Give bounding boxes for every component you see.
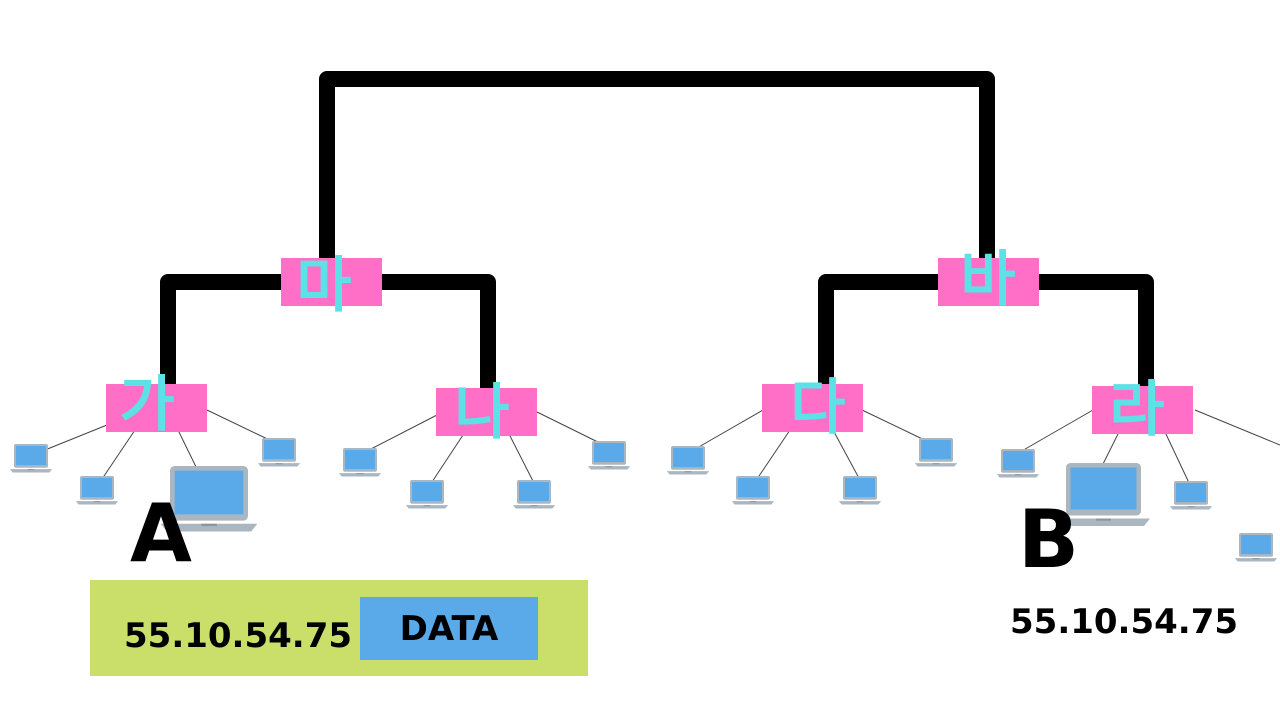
router-ga: 가 [106, 370, 207, 440]
wire-ma-ba [319, 71, 995, 290]
laptop-icon [1234, 533, 1278, 562]
laptop-icon [731, 476, 775, 505]
wire-ma-ga [160, 274, 338, 418]
laptop-icon [1169, 481, 1213, 510]
laptop-icon [338, 448, 382, 477]
host-a-label: A [130, 487, 192, 580]
host-b-label: B [1018, 493, 1079, 586]
packet: 55.10.54.75 DATA [90, 580, 588, 676]
packet-ip: 55.10.54.75 [124, 616, 353, 656]
router-ma: 마 [281, 251, 382, 321]
laptop-icon [512, 480, 556, 509]
packet-data: DATA [360, 597, 538, 660]
router-da: 다 [762, 373, 863, 443]
wire-ma-na [322, 274, 496, 418]
router-ba-label: 바 [960, 245, 1015, 315]
router-ga-label: 가 [119, 370, 174, 440]
laptop-icon [996, 449, 1040, 478]
router-na: 나 [436, 378, 537, 448]
laptop-icon [666, 446, 710, 475]
router-ma-label: 마 [296, 251, 351, 321]
laptop-icon [257, 438, 301, 467]
laptop-icon [9, 444, 53, 473]
router-na-label: 나 [454, 378, 509, 448]
laptop-icon [914, 438, 958, 467]
router-da-label: 다 [790, 373, 845, 443]
backbone-wires [160, 71, 1154, 418]
laptop-icon [405, 480, 449, 509]
router-ra-label: 라 [1109, 375, 1164, 445]
host-b-ip: 55.10.54.75 [1010, 602, 1239, 642]
wire-ba-da [818, 274, 996, 418]
laptop-icon [838, 476, 882, 505]
wire-ba-ra [980, 274, 1154, 418]
router-ra: 라 [1092, 375, 1193, 445]
laptop-icon [587, 441, 631, 470]
laptop-icon [75, 476, 119, 505]
router-ba: 바 [938, 245, 1039, 315]
